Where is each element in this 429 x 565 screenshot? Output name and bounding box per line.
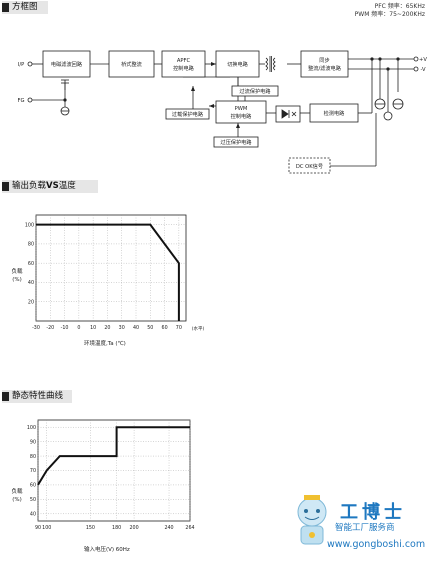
watermark-url: www.gongboshi.com [327, 539, 426, 550]
derating-x-tick-label: -10 [61, 325, 69, 331]
static-x-tick-label: 180 [112, 525, 121, 531]
derating-y-tick-label: 60 [28, 261, 34, 267]
static-y-tick-label: 50 [30, 497, 36, 503]
apfc-block-line2: 控制电路 [173, 64, 195, 72]
block-diagram: I/P FG +V -V 电磁滤波回路 桥式整流 APFC 控制电路 切换电路 … [17, 50, 427, 174]
static-x-tick-label: 150 [86, 525, 95, 531]
static-x-tick-label: 264 [185, 525, 194, 531]
derating-ylabel-1: 负载 [11, 267, 23, 275]
pwm-block-line2: 控制电路 [231, 112, 253, 120]
pwm-frequency: PWM 频率：75~200KHz [354, 11, 425, 18]
header-square-icon [2, 392, 9, 401]
watermark-logo [297, 495, 327, 545]
static-y-tick-label: 70 [30, 468, 36, 474]
derating-y-tick-label: 40 [28, 280, 34, 286]
header-square-icon [2, 3, 9, 12]
static-y-tick-label: 100 [27, 425, 36, 431]
overvoltage-protection-block: 过压保护电路 [220, 138, 252, 146]
vminus-label: -V [420, 67, 426, 73]
derating-series-line [36, 223, 180, 321]
derating-y-tick-label: 80 [28, 242, 34, 248]
derating-title-post: 温度 [58, 181, 76, 191]
derating-x-tick-label: -20 [46, 325, 54, 331]
static-x-tick-label: 90 [35, 525, 41, 531]
static-header: 静态特性曲线 [2, 390, 72, 403]
derating-title-vs: VS [46, 181, 59, 191]
switching-block: 切换电路 [227, 60, 249, 68]
static-x-tick-label: 100 [42, 525, 51, 531]
static-series-line [37, 426, 190, 486]
fg-label: FG [17, 98, 24, 104]
pfc-frequency: PFC 频率：65KHz [374, 3, 425, 10]
derating-x-tick-label: 70 [176, 325, 182, 331]
static-ylabel-1: 负载 [11, 487, 23, 495]
derating-xlabel: 环境温度,Ta (℃) [84, 339, 126, 347]
derating-x-tick-label: 60 [162, 325, 168, 331]
static-y-tick-label: 60 [30, 483, 36, 489]
header-square-icon [2, 182, 9, 191]
derating-x-tick-label: 10 [90, 325, 96, 331]
emi-filter-block: 电磁滤波回路 [51, 60, 83, 68]
static-x-tick-label: 200 [130, 525, 139, 531]
block-diagram-header: 方框图 [2, 1, 48, 14]
derating-title: 输出负载VS温度 [12, 180, 76, 193]
static-y-tick-label: 80 [30, 454, 36, 460]
derating-header: 输出负载VS温度 [2, 180, 98, 193]
static-y-tick-label: 40 [30, 511, 36, 517]
derating-y-tick-label: 100 [25, 222, 34, 228]
static-y-tick-label: 90 [30, 439, 36, 445]
derating-x-tick-label: -30 [32, 325, 40, 331]
bridge-rectifier-block: 桥式整流 [121, 60, 142, 68]
derating-title-pre: 输出负载 [12, 181, 47, 191]
static-title: 静态特性曲线 [12, 391, 64, 401]
derating-x-unit: (水平) [192, 325, 205, 332]
static-x-tick-label: 240 [164, 525, 173, 531]
derating-x-tick-label: 40 [133, 325, 139, 331]
derating-x-tick-label: 30 [119, 325, 125, 331]
block-diagram-title: 方框图 [12, 2, 38, 12]
derating-plot-frame [35, 214, 187, 322]
overcurrent-protection-block: 过流保护电路 [239, 87, 271, 95]
detection-block: 检测电路 [324, 109, 346, 117]
output-rectifier-line2: 整流/滤波电路 [308, 64, 342, 72]
derating-x-tick-label: 0 [77, 325, 80, 331]
watermark-slogan: 智能工厂服务商 [335, 523, 395, 533]
dc-ok-block: DC OK信号 [296, 162, 323, 170]
static-xlabel: 输入电压(V) 60Hz [84, 545, 130, 553]
ip-label: I/P [18, 62, 24, 68]
output-rectifier-line1: 同步 [319, 57, 329, 64]
watermark-name: 工博士 [340, 502, 406, 523]
derating-x-tick-label: 50 [147, 325, 153, 331]
derating-x-tick-label: 20 [104, 325, 110, 331]
derating-ylabel-2: (%) [12, 277, 22, 283]
apfc-block-line1: APFC [177, 58, 191, 64]
derating-chart: 负载 (%) (水平) 环境温度,Ta (℃) -30 -20 -10 0 10 20 30… [11, 214, 205, 347]
derating-y-tick-label: 20 [28, 299, 34, 305]
static-ylabel-2: (%) [12, 497, 22, 503]
overload-protection-block: 过载保护电路 [172, 110, 204, 118]
pwm-block-line1: PWM [235, 106, 248, 112]
vplus-label: +V [419, 57, 427, 63]
